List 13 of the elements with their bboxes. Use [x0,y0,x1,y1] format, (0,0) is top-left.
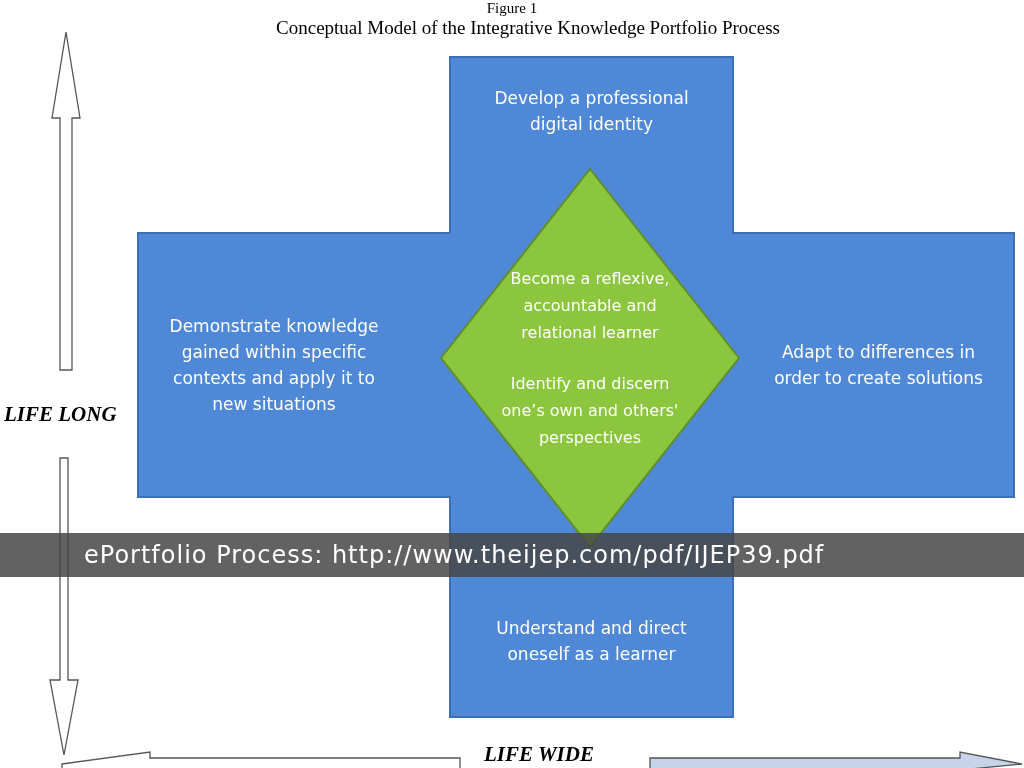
node-text: Understand and direct oneself as a learner [495,617,688,666]
figure-title: Conceptual Model of the Integrative Knowledge Portfolio Process [275,17,781,39]
node-text: Become a reflexive, accountable and relational learner [509,268,671,344]
process-box [733,233,1014,497]
node-text: Identify and discern one’s own and others' perspectives [500,373,680,449]
node-text: Demonstrate knowledge gained within specific contexts and apply it to new situations [168,315,380,416]
process-box [138,233,450,497]
axis-label: LIFE LONG [4,402,117,427]
node-text: Adapt to differences in order to create solutions [773,341,984,390]
caption-banner: ePortfolio Process: http://www.theijep.com/pdf/IJEP39.pdf [0,533,1024,577]
process-box [450,57,733,233]
node-text: Develop a professional digital identity [493,87,690,136]
figure-label: Figure 1 [485,0,539,17]
